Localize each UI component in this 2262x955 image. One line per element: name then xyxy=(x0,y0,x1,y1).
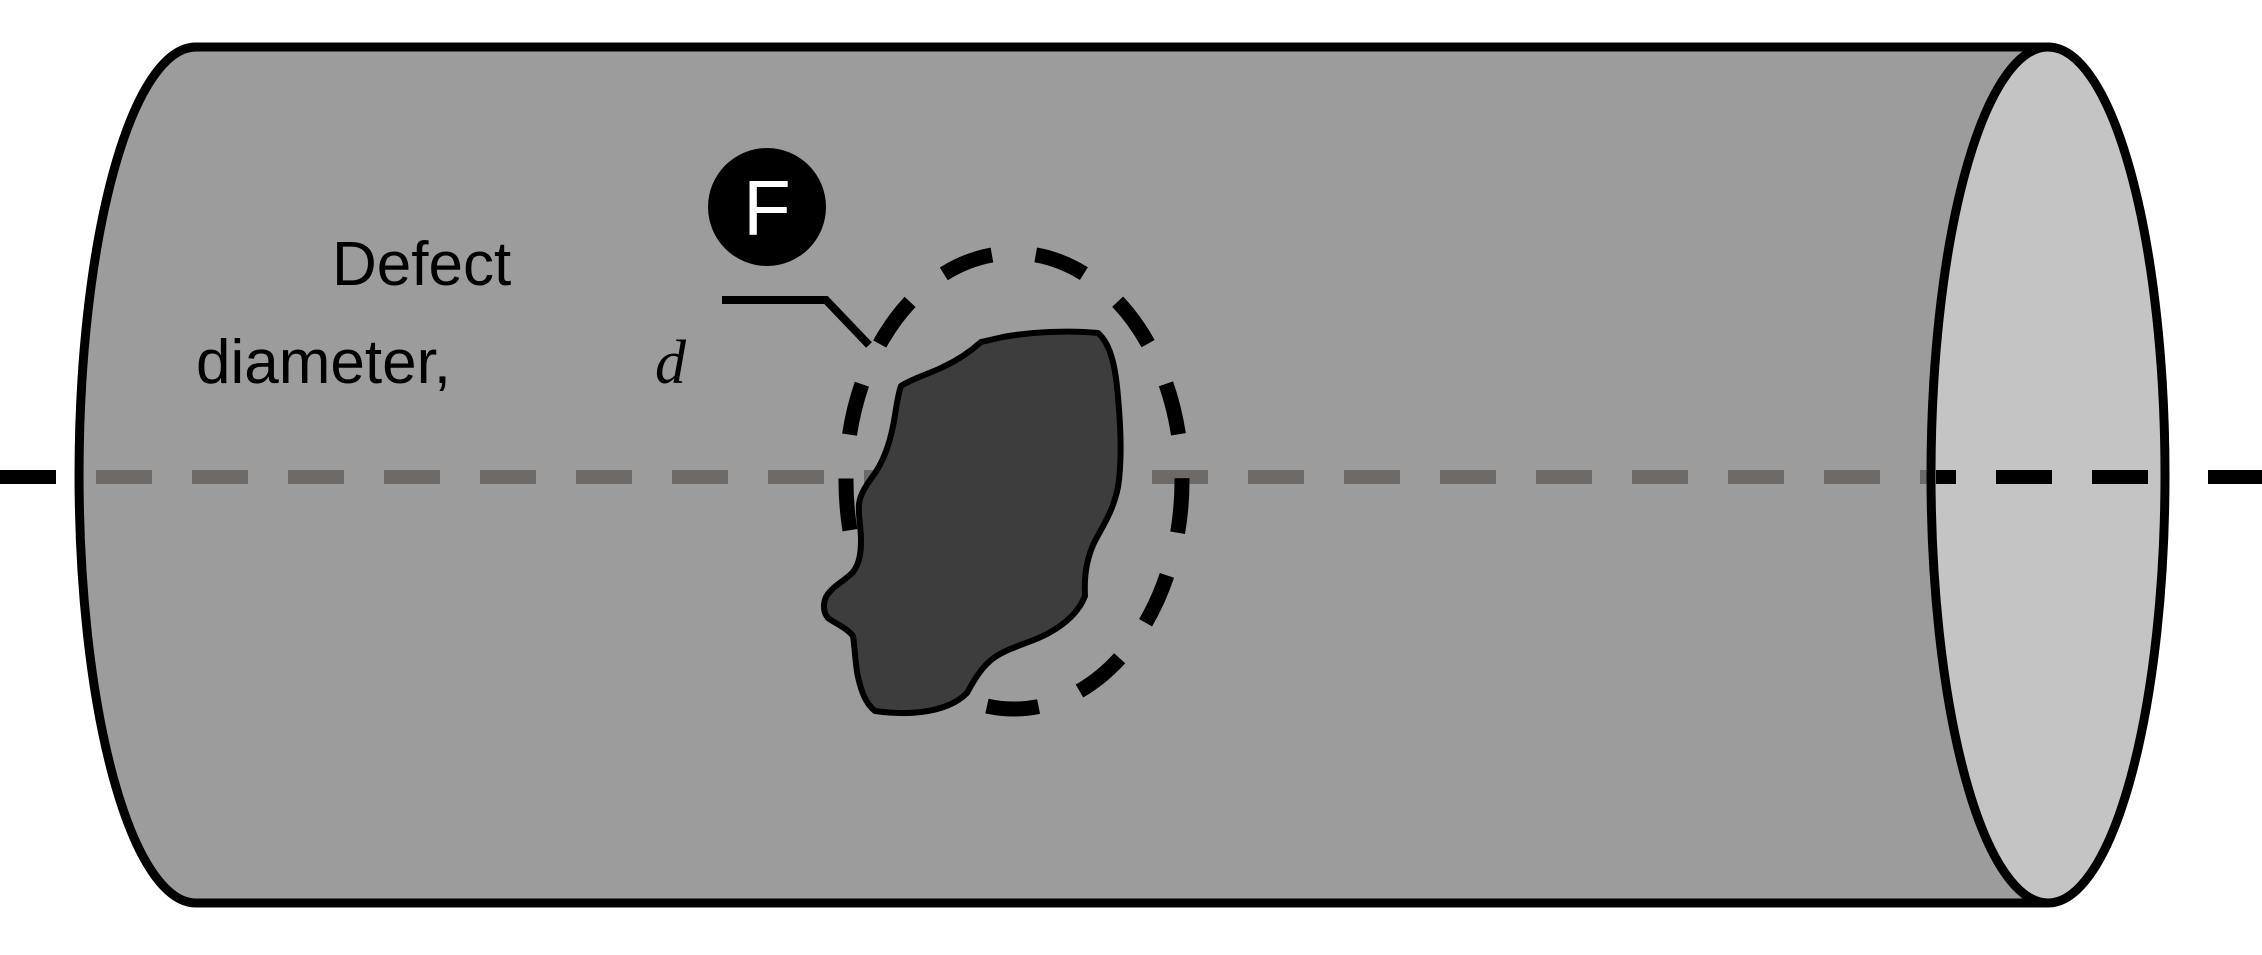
callout-badge-f: F xyxy=(708,148,826,266)
defect-blob xyxy=(820,328,1124,717)
defect-label-line1: Defect xyxy=(332,230,511,299)
callout-badge-label: F xyxy=(743,164,791,252)
callout-badge-circle xyxy=(708,148,826,266)
defect-label-line2: diameter, xyxy=(196,328,451,397)
cylinder-near-cap-arc xyxy=(74,42,197,908)
leader-line xyxy=(722,296,872,348)
defect-diameter-indicator xyxy=(838,245,1190,717)
defect-diameter-symbol: d xyxy=(655,329,687,397)
